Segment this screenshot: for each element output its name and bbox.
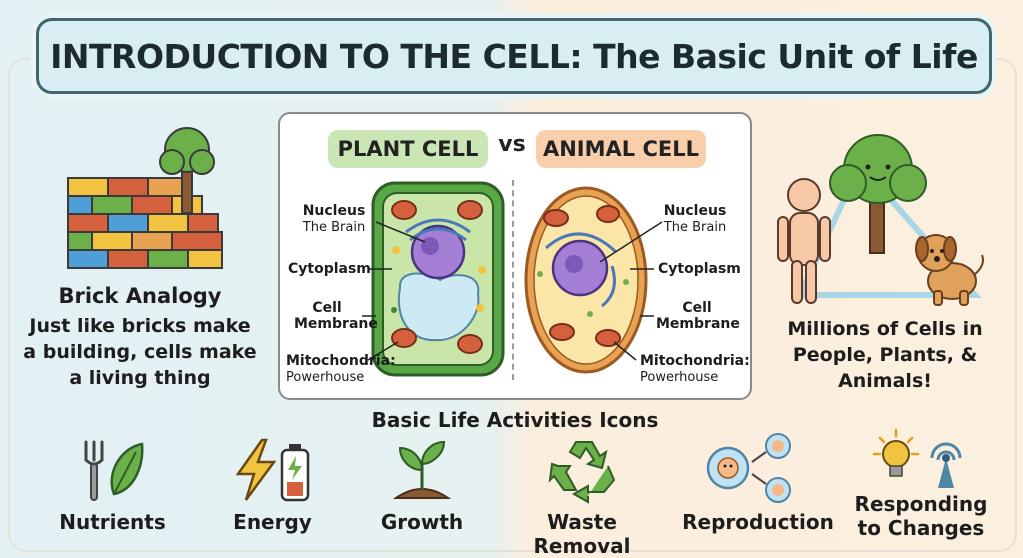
tree-icon — [829, 134, 927, 254]
page-title: INTRODUCTION TO THE CELL: The Basic Unit… — [36, 18, 992, 94]
plant-cell-label: PLANT CELL — [328, 130, 488, 168]
brick-line-3: a living thing — [69, 367, 211, 389]
organisms-line-3: Animals! — [838, 370, 932, 392]
responding-label: Responding to Changes — [846, 492, 996, 540]
animal-mitochondria-label: Mitochondria:Powerhouse — [640, 353, 750, 385]
brick-wall-icon — [67, 127, 223, 269]
energy-label: Energy — [233, 510, 312, 534]
responding-line-1: Responding — [854, 492, 988, 516]
organisms-illustration — [777, 134, 984, 306]
animal-cell-label: ANIMAL CELL — [536, 130, 706, 168]
brick-analogy-text: Just like bricks make a building, cells … — [20, 313, 260, 391]
plant-mitochondria-label: Mitochondria:Powerhouse — [286, 353, 396, 385]
animal-cytoplasm-label: Cytoplasm — [658, 261, 741, 277]
dog-icon — [915, 234, 984, 306]
lightning-battery-icon — [235, 438, 310, 502]
fork-leaf-icon — [84, 440, 144, 501]
organisms-line-1: Millions of Cells in — [787, 318, 983, 340]
waste-removal-label: Waste Removal — [533, 510, 631, 558]
nutrients-label: Nutrients — [59, 510, 166, 534]
sprout-icon — [392, 440, 452, 499]
activities-title: Basic Life Activities Icons — [371, 408, 659, 432]
recycle-icon — [548, 441, 616, 504]
organisms-text: Millions of Cells in People, Plants, & A… — [765, 316, 1005, 394]
growth-label: Growth — [380, 510, 464, 534]
brick-analogy-heading: Brick Analogy — [58, 284, 222, 308]
bulb-signal-icon — [872, 428, 962, 488]
animal-cell-diagram — [524, 186, 648, 374]
plant-cytoplasm-label: Cytoplasm — [288, 261, 371, 277]
organisms-line-2: People, Plants, & — [792, 344, 978, 366]
brick-line-2: a building, cells make — [23, 341, 257, 363]
person-icon — [777, 178, 831, 304]
brick-line-1: Just like bricks make — [29, 315, 251, 337]
responding-line-2: to Changes — [857, 516, 985, 540]
reproduction-label: Reproduction — [682, 510, 834, 534]
cell-division-icon — [706, 433, 791, 503]
panel-divider — [512, 180, 514, 380]
vs-label: vs — [498, 132, 526, 157]
